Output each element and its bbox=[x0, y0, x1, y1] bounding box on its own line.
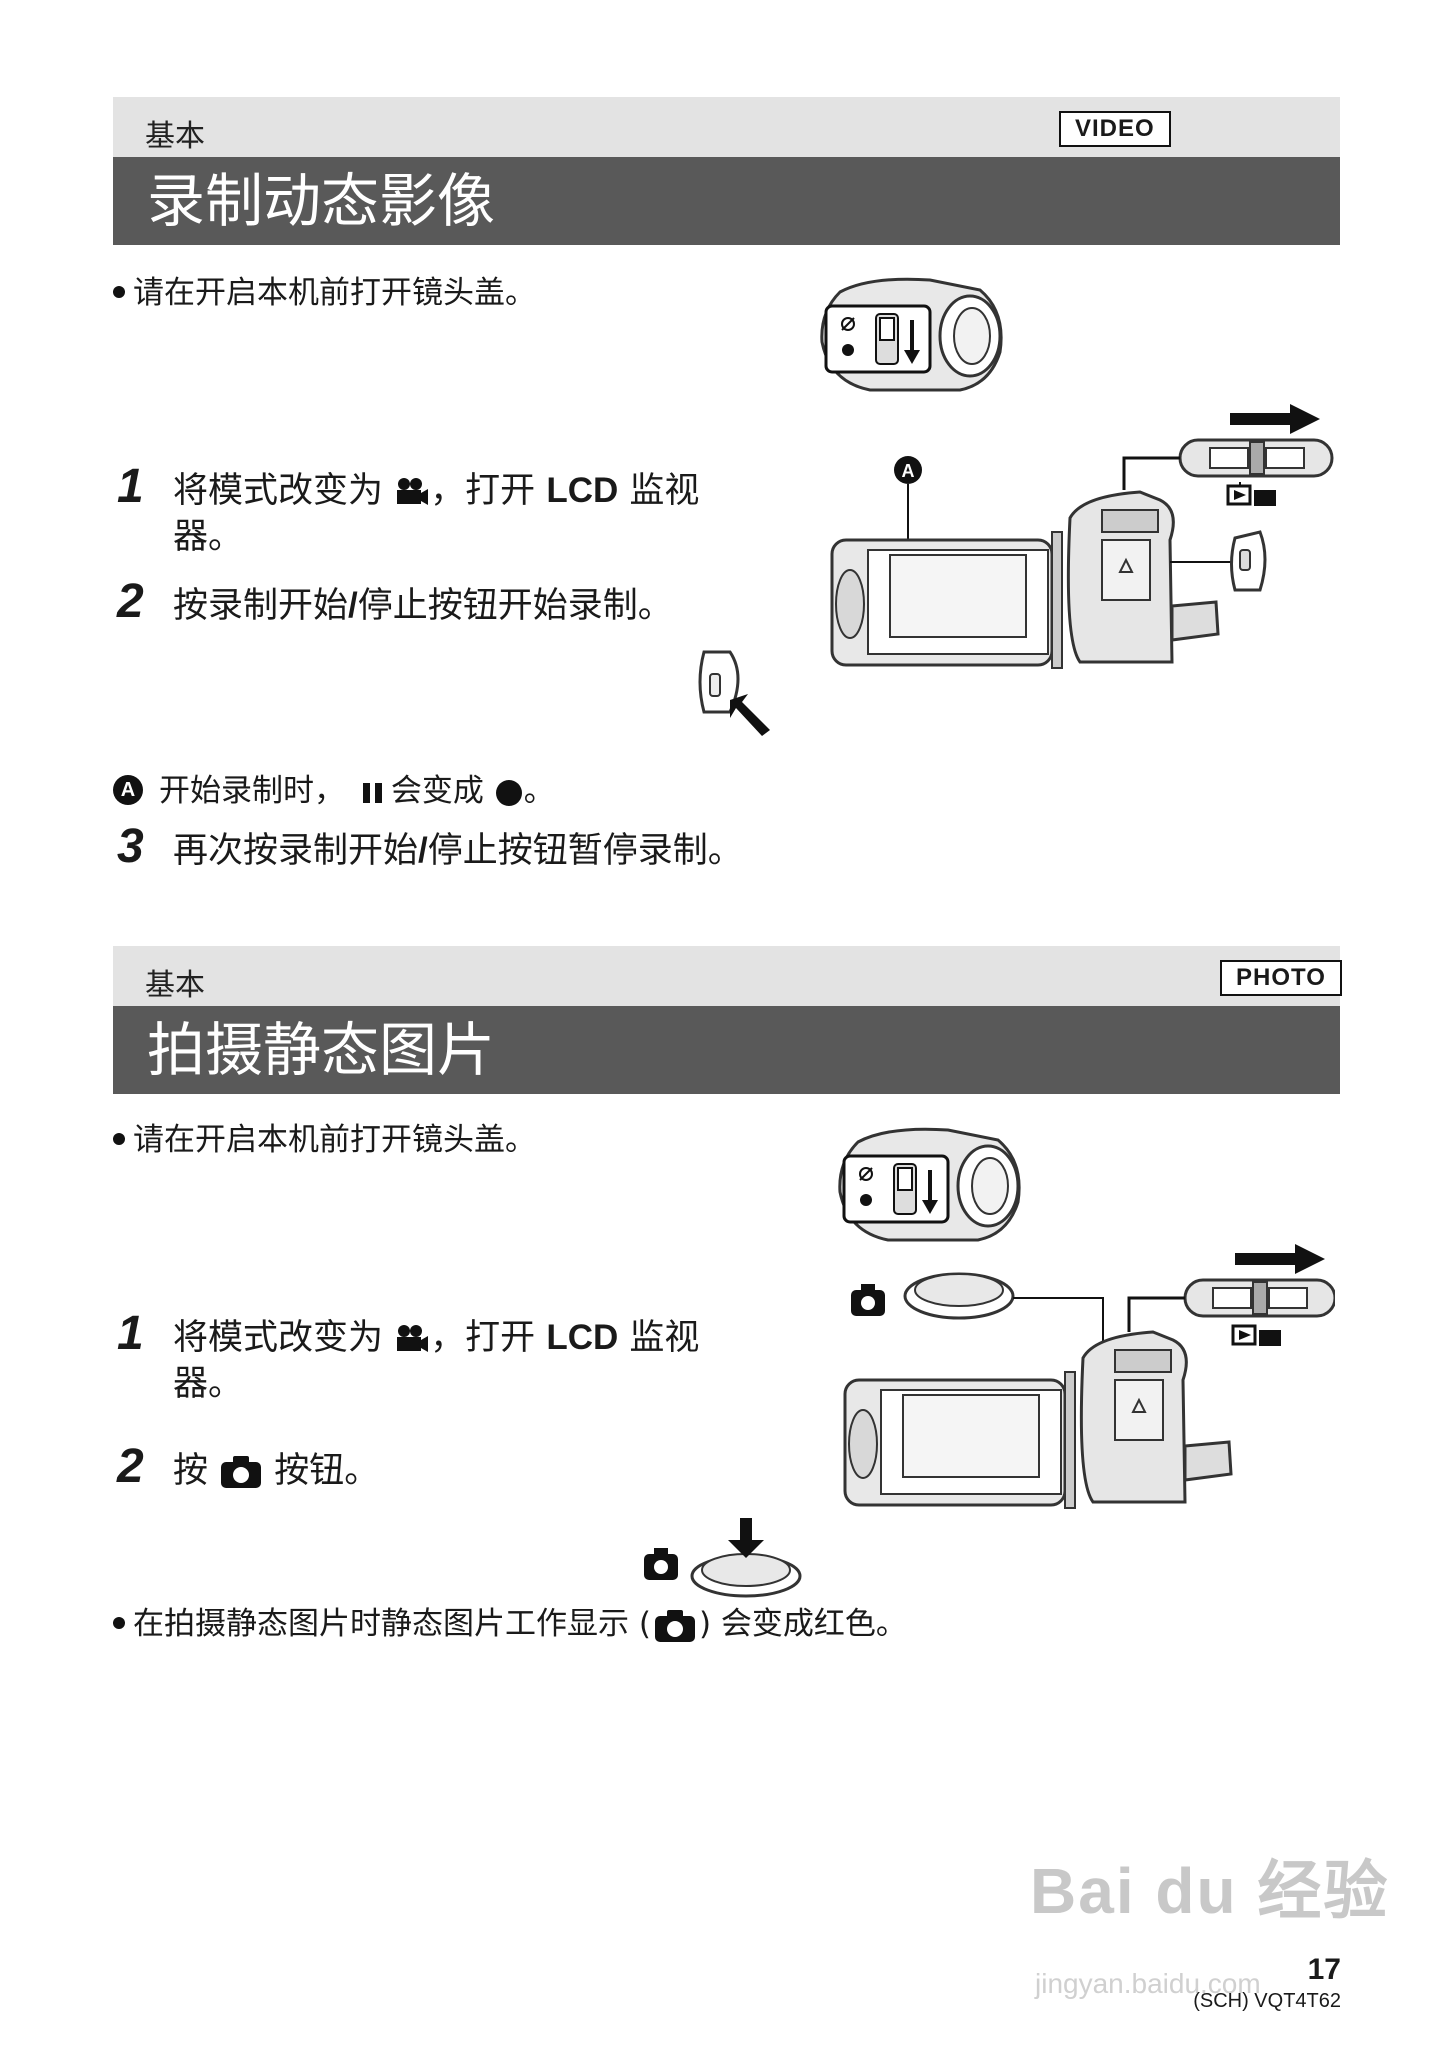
movie-mode-icon bbox=[397, 478, 429, 505]
step-number: 3 bbox=[117, 820, 144, 873]
step-text: 按录制开始/停止按钮开始录制。 bbox=[173, 583, 673, 629]
step-text: 再次按录制开始/停止按钮暂停录制。 bbox=[173, 828, 743, 874]
section-category: 基本 bbox=[145, 968, 205, 1003]
camcorder-lcd-open-illustration: A bbox=[830, 404, 1334, 669]
lcd-text: LCD bbox=[546, 1318, 619, 1357]
camcorder-lcd-open-illustration bbox=[843, 1244, 1335, 1509]
step-number: 1 bbox=[117, 1307, 144, 1360]
step-text-part: 器。 bbox=[173, 517, 244, 557]
document-code: (SCH) VQT4T62 bbox=[1193, 1990, 1341, 2012]
step-text-part: 停止按钮暂停录制。 bbox=[427, 831, 743, 871]
step-text-part: 监视 bbox=[629, 1318, 700, 1358]
camcorder-lens-cover-illustration bbox=[820, 277, 1003, 392]
pause-icon bbox=[362, 782, 382, 803]
baidu-watermark-url: jingyan.baidu.com bbox=[1035, 1968, 1261, 1999]
page-title-video: 录制动态影像 bbox=[147, 167, 496, 235]
record-button-press-illustration bbox=[698, 650, 770, 736]
step-text-part: 按录制开始 bbox=[173, 586, 349, 626]
shutter-press-illustration bbox=[644, 1518, 802, 1598]
bullet-text: 在拍摄静态图片时静态图片工作显示 ( bbox=[133, 1606, 651, 1642]
step-text-part: 按钮。 bbox=[274, 1451, 380, 1491]
step-number: 1 bbox=[117, 460, 144, 513]
step-text-part: 再次按录制开始 bbox=[173, 831, 419, 871]
note-text: 。 bbox=[523, 773, 555, 809]
step-text-part: 将模式改变为 bbox=[173, 471, 384, 511]
page-title-photo: 拍摄静态图片 bbox=[147, 1016, 496, 1084]
step-text-part: 监视 bbox=[629, 471, 700, 511]
note-text: 会变成 bbox=[390, 773, 484, 809]
step-text-part: ，打开 bbox=[430, 1318, 536, 1358]
slash: / bbox=[348, 586, 358, 625]
photo-indicator-note: 在拍摄静态图片时静态图片工作显示 ( ) 会变成红色。 bbox=[113, 1604, 907, 1644]
step-text-part: ，打开 bbox=[430, 471, 536, 511]
marker-a-label: A bbox=[902, 461, 915, 481]
step-number: 2 bbox=[117, 1440, 144, 1493]
step-text: 将模式改变为 ，打开 LCD 监视 器。 bbox=[173, 468, 699, 560]
section-category: 基本 bbox=[145, 119, 205, 154]
note-text: 开始录制时， bbox=[159, 773, 345, 809]
step-text-part: 按 bbox=[173, 1451, 209, 1491]
page-number: 17 bbox=[1307, 1953, 1341, 1986]
camcorder-lens-cover-illustration bbox=[838, 1127, 1021, 1242]
bullet-dot bbox=[113, 1616, 125, 1629]
photo-mode-tag: PHOTO bbox=[1220, 960, 1342, 996]
lcd-text: LCD bbox=[546, 471, 619, 510]
bullet-dot bbox=[113, 285, 125, 298]
section-header-photo: 基本 PHOTO bbox=[113, 946, 1342, 1006]
step-text-part: 将模式改变为 bbox=[173, 1318, 384, 1358]
baidu-watermark: Bai du 经验 bbox=[1030, 1855, 1390, 1927]
marker-a: A bbox=[113, 774, 143, 805]
bullet-text: ) 会变成红色。 bbox=[698, 1606, 907, 1642]
slash: / bbox=[418, 831, 428, 870]
record-dot-icon bbox=[495, 779, 522, 806]
movie-mode-icon bbox=[397, 1325, 429, 1352]
bullet-text: 请在开启本机前打开镜头盖。 bbox=[133, 275, 536, 311]
bullet-text: 请在开启本机前打开镜头盖。 bbox=[133, 1122, 536, 1158]
section-header-video: 基本 VIDEO bbox=[113, 97, 1340, 157]
step-text-part: 器。 bbox=[173, 1364, 244, 1404]
lens-cover-note: 请在开启本机前打开镜头盖。 bbox=[113, 273, 536, 313]
note-a: A 开始录制时， 会变成 。 bbox=[113, 771, 555, 811]
step-text: 按 按钮。 bbox=[173, 1448, 379, 1494]
title-bar-video: 录制动态影像 bbox=[113, 157, 1340, 245]
video-mode-tag: VIDEO bbox=[1059, 111, 1171, 147]
lens-cover-note: 请在开启本机前打开镜头盖。 bbox=[113, 1120, 536, 1160]
camera-icon bbox=[654, 1609, 695, 1642]
step-number: 2 bbox=[117, 575, 144, 628]
camera-icon bbox=[221, 1456, 262, 1488]
bullet-dot bbox=[113, 1132, 125, 1145]
title-bar-photo: 拍摄静态图片 bbox=[113, 1006, 1340, 1094]
step-text: 将模式改变为 ，打开 LCD 监视 器。 bbox=[173, 1315, 699, 1407]
step-text-part: 停止按钮开始录制。 bbox=[357, 586, 673, 626]
